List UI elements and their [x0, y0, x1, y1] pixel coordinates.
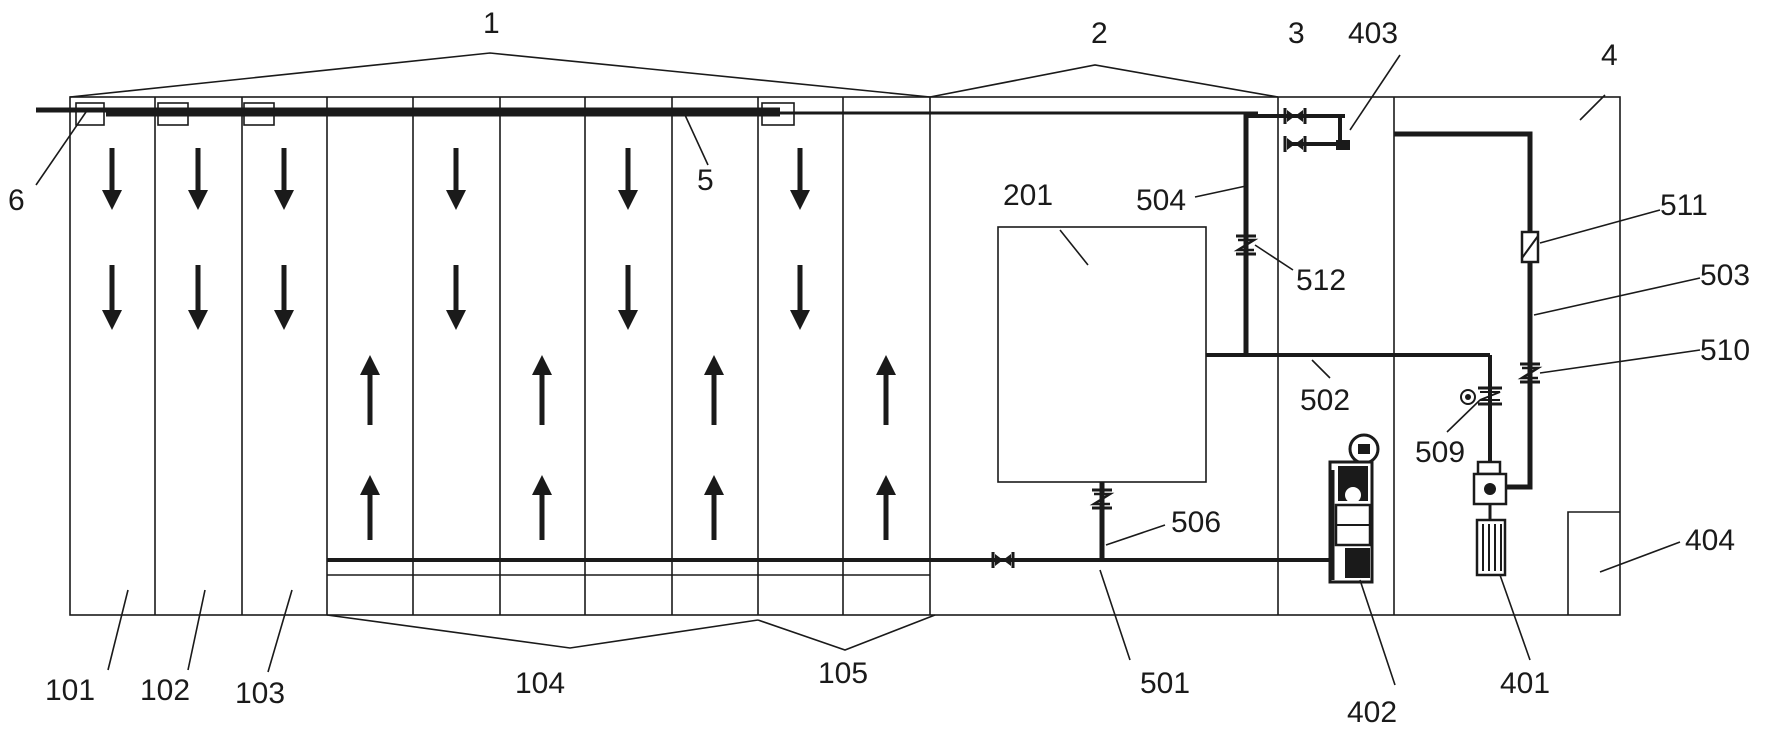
- label-6: 6: [8, 184, 25, 217]
- label-404: 404: [1685, 524, 1735, 557]
- brace-2: [929, 64, 1279, 98]
- tank-201: [997, 226, 1207, 483]
- label-512: 512: [1296, 264, 1346, 297]
- label-104: 104: [515, 667, 565, 700]
- leader-lines: [35, 54, 1701, 686]
- label-105: 105: [818, 657, 868, 690]
- label-502: 502: [1300, 384, 1350, 417]
- label-4: 4: [1601, 39, 1618, 72]
- brace-105: [757, 614, 936, 651]
- label-501: 501: [1140, 667, 1190, 700]
- label-503: 503: [1700, 259, 1750, 292]
- valve-top-1: [1283, 108, 1307, 124]
- label-5: 5: [697, 164, 714, 197]
- label-402: 402: [1347, 696, 1397, 729]
- valve-top-2: [1283, 136, 1307, 152]
- check-valve-506: [1089, 488, 1115, 510]
- pipe-503: [1394, 131, 1533, 490]
- label-102: 102: [140, 674, 190, 707]
- label-504: 504: [1136, 184, 1186, 217]
- labels: 1 2 3 403 4 5 6 201 504 3 512 511 503 51…: [8, 7, 1750, 729]
- label-510: 510: [1700, 334, 1750, 367]
- mixer-401: [1472, 460, 1508, 577]
- label-403: 403: [1348, 17, 1398, 50]
- brace-1: [69, 52, 931, 98]
- brace-104: [326, 614, 759, 649]
- valve-bottom: [991, 552, 1015, 568]
- check-valve-510: [1517, 362, 1543, 384]
- label-1: 1: [483, 7, 500, 40]
- top-pipe-5: [36, 102, 1258, 126]
- label-509: 509: [1415, 436, 1465, 469]
- label-103: 103: [235, 677, 285, 710]
- label-201: 201: [1003, 179, 1053, 212]
- flow-arrows: [102, 148, 896, 540]
- check-valve-512: [1233, 234, 1259, 256]
- valve-509: [1460, 386, 1502, 406]
- label-101: 101: [45, 674, 95, 707]
- label-511: 511: [1660, 189, 1708, 222]
- pump-402: [1328, 433, 1380, 584]
- label-2: 2: [1091, 17, 1108, 50]
- label-401: 401: [1500, 667, 1550, 700]
- valve-511: [1520, 230, 1540, 264]
- label-3: 3: [1288, 17, 1305, 50]
- label-506: 506: [1171, 506, 1221, 539]
